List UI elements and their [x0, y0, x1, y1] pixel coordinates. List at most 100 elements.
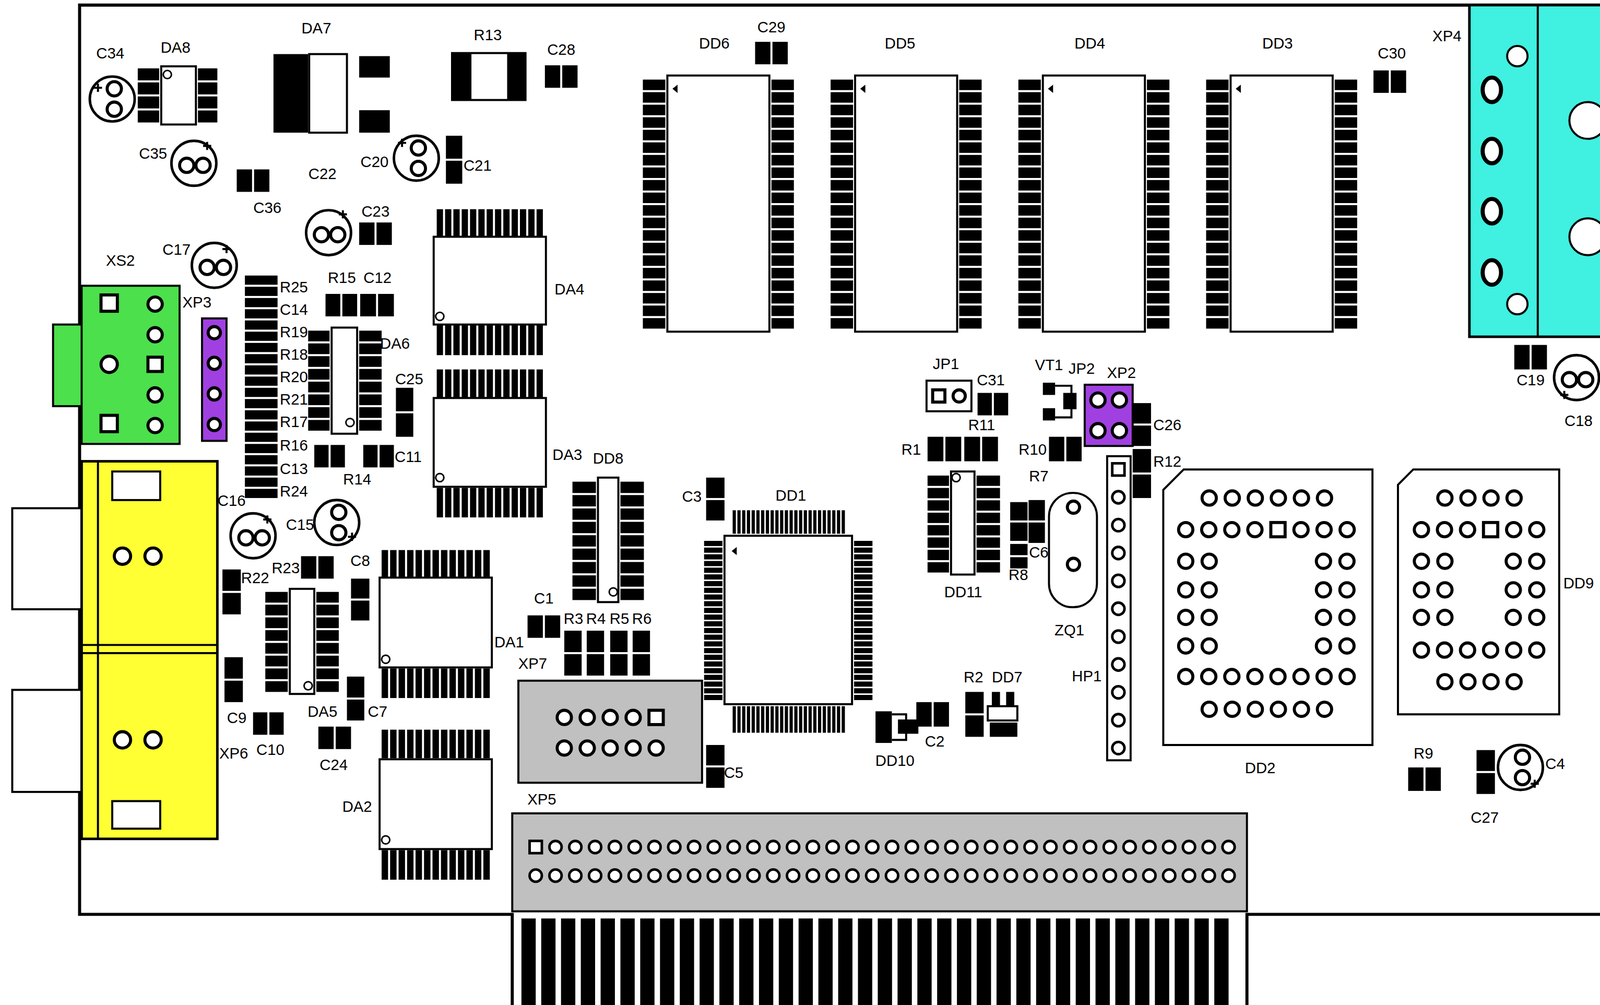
smd-pad [423, 849, 431, 880]
through-hole [1340, 610, 1355, 625]
smd-pad [244, 387, 278, 398]
smd-pad [1205, 129, 1229, 141]
smd-pad [642, 129, 666, 141]
smd-pad [1205, 155, 1229, 166]
smd-pad [832, 510, 836, 534]
through-hole [1578, 372, 1593, 387]
through-hole [925, 840, 938, 853]
smd-pad [958, 129, 982, 141]
through-hole [1112, 685, 1125, 698]
smd-pad [265, 604, 288, 616]
smd-pad [854, 674, 873, 681]
smd-pad [475, 729, 482, 759]
smd-pad [854, 587, 873, 594]
smd-pad [610, 630, 628, 653]
smd-pad [784, 706, 788, 733]
smd-pad [632, 630, 650, 653]
smd-pad [381, 668, 388, 698]
through-hole [885, 869, 898, 882]
part-designator: C29 [757, 18, 786, 34]
through-hole [145, 731, 162, 749]
pin1-marker [731, 547, 738, 556]
smd-pad [244, 488, 278, 499]
smd-pad [976, 918, 991, 1005]
smd-pad [771, 129, 794, 141]
smd-pad [1334, 167, 1358, 179]
through-hole [1004, 840, 1017, 853]
through-hole [1506, 642, 1521, 657]
through-hole [579, 740, 595, 755]
smd-pad [958, 155, 982, 166]
smd-pad [642, 280, 666, 291]
plcc-socket [1397, 469, 1560, 715]
smd-pad [620, 918, 635, 1005]
through-hole [114, 548, 131, 565]
smd-pad [1334, 129, 1358, 141]
through-hole [945, 869, 958, 882]
through-hole [1271, 490, 1286, 505]
smd-pad [486, 324, 493, 356]
smd-pad [976, 549, 1001, 561]
through-hole [602, 740, 618, 755]
part-designator: C13 [279, 460, 308, 477]
through-hole [556, 740, 572, 755]
smd-pad [483, 849, 490, 880]
smd-pad [469, 324, 477, 356]
part-designator: C4 [1545, 755, 1566, 771]
smd-pad [756, 510, 760, 534]
through-hole [1247, 669, 1262, 684]
smd-pad [398, 668, 406, 698]
part-designator: DA7 [301, 19, 331, 35]
smd-pad [1018, 217, 1041, 229]
through-hole [1103, 840, 1116, 853]
smd-pad [1010, 502, 1028, 521]
smd-pad [747, 510, 751, 534]
smd-pad [830, 292, 853, 304]
smd-pad [732, 510, 736, 534]
smd-pad [830, 192, 853, 204]
smd-pad [854, 614, 873, 620]
through-hole [1484, 674, 1499, 689]
smd-pad [449, 849, 456, 880]
smd-pad [244, 286, 278, 296]
through-hole [1529, 553, 1544, 568]
smd-pad [830, 180, 853, 191]
through-hole [1112, 547, 1125, 560]
through-hole [1091, 393, 1106, 408]
smd-pad [1334, 267, 1358, 279]
through-hole [1202, 490, 1217, 505]
smd-pad [469, 487, 477, 518]
smd-pad [775, 510, 779, 534]
through-hole [1247, 522, 1262, 537]
part-designator: C30 [1377, 45, 1406, 61]
through-hole [602, 709, 618, 725]
smd-pad [389, 668, 397, 698]
smd-pad [642, 104, 666, 116]
smd-pad [359, 407, 382, 419]
smd-pad [1018, 192, 1041, 204]
smd-pad [927, 436, 944, 462]
smd-pad [1018, 242, 1041, 254]
smd-pad [706, 744, 725, 766]
smd-pad [1146, 267, 1170, 279]
through-hole [1178, 638, 1193, 654]
smd-pad [704, 668, 723, 674]
smd-pad [1018, 180, 1041, 191]
smd-pad [572, 588, 597, 601]
smd-pad [958, 230, 982, 241]
through-hole [1067, 501, 1080, 514]
through-hole [1529, 522, 1544, 537]
smd-pad [1205, 267, 1229, 279]
smd-pad [503, 209, 510, 237]
part-designator: R25 [279, 279, 308, 295]
smd-pad [830, 104, 853, 116]
part-designator: C16 [217, 492, 246, 508]
chip-body [289, 588, 315, 694]
smd-pad [854, 688, 873, 694]
part-designator: XP3 [182, 294, 212, 310]
square-pad [932, 389, 945, 402]
smd-pad [478, 209, 485, 237]
smd-pad [771, 192, 794, 204]
part-designator: R23 [271, 559, 300, 575]
chip-body [161, 66, 196, 125]
